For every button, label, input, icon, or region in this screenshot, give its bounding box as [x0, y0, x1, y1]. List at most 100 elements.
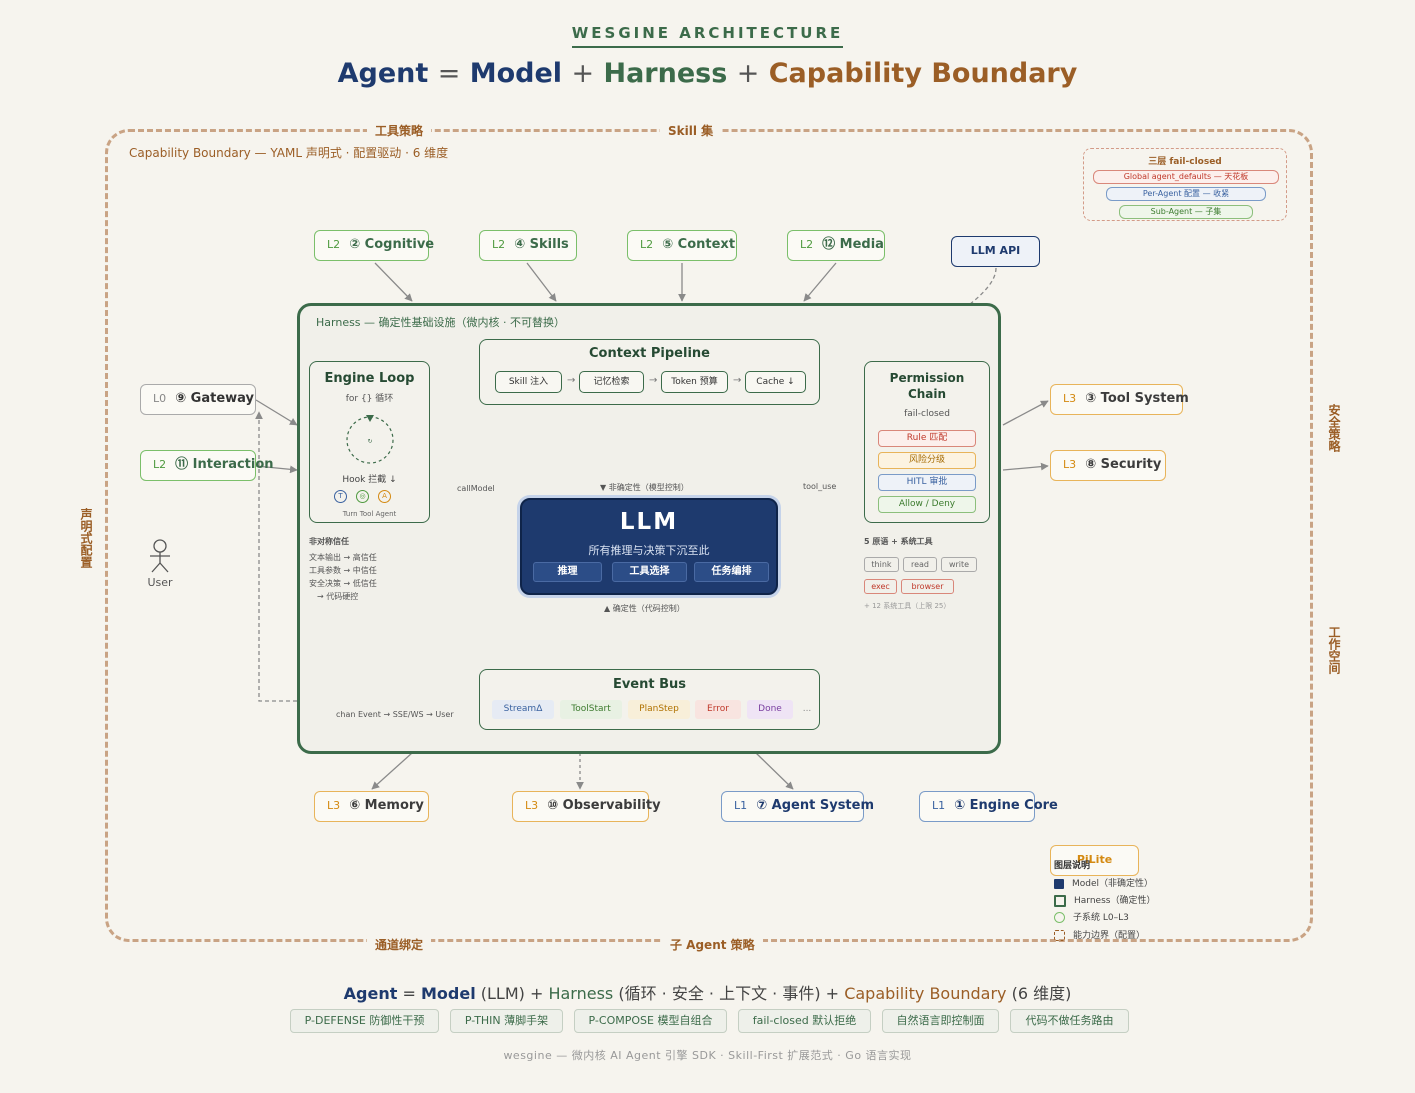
- event-bus-title: Event Bus: [612, 677, 687, 692]
- event-stream-delta[interactable]: StreamΔ: [492, 700, 554, 719]
- permission-subtitle: fail-closed: [904, 409, 950, 419]
- permission-allow-deny[interactable]: Allow / Deny: [878, 496, 976, 513]
- arrow-cognitive: [374, 262, 413, 302]
- trust-note-title: 非对称信任: [309, 537, 349, 546]
- edge-label-workspace: 工作空间: [1326, 620, 1343, 680]
- pipeline-step[interactable]: Token 预算: [661, 371, 728, 393]
- context-pipeline-title: Context Pipeline: [589, 346, 710, 361]
- headline-plus-2: +: [736, 58, 760, 89]
- footer-text: wesgine — 微内核 AI Agent 引擎 SDK · Skill-Fi…: [503, 1049, 912, 1062]
- llm-task-orchestration-button[interactable]: 任务编排: [694, 562, 769, 582]
- engine-loop-box[interactable]: Engine Loop for {} 循环 ↻ Hook 拦截 ↓ T ◎ A …: [309, 361, 430, 523]
- event-plan-step[interactable]: PlanStep: [628, 700, 690, 719]
- arrow-interaction: [255, 465, 298, 474]
- user-label: User: [147, 576, 173, 589]
- llm-core[interactable]: LLM 所有推理与决策下沉至此 推理 工具选择 任务编排: [520, 498, 778, 595]
- event-error[interactable]: Error: [695, 700, 741, 719]
- fail-closed-box: 三层 fail-closed Global agent_defaults — 天…: [1083, 148, 1287, 221]
- principle-fail-closed: fail-closed 默认拒绝: [738, 1009, 871, 1033]
- trust-note-line: 文本输出 → 高信任: [309, 553, 377, 562]
- permission-chain-box[interactable]: Permission Chain fail-closed Rule 匹配 风险分…: [864, 361, 990, 523]
- edge-label-channel-binding: 通道绑定: [367, 936, 432, 953]
- permission-rule-match[interactable]: Rule 匹配: [878, 430, 976, 447]
- event-more: ...: [802, 704, 812, 714]
- tool-browser[interactable]: browser: [901, 579, 954, 594]
- headline-capability: Capability Boundary: [768, 58, 1078, 89]
- edge-label-security-policy: 安全策略: [1326, 398, 1343, 458]
- pipeline-step[interactable]: 记忆检索: [579, 371, 644, 393]
- fail-closed-sub-agent: Sub-Agent — 子集: [1119, 205, 1253, 219]
- principle-defense: P-DEFENSE 防御性干预: [290, 1009, 439, 1033]
- pipeline-arrow: →: [649, 375, 658, 386]
- label-chan-event: chan Event → SSE/WS → User: [336, 710, 454, 719]
- legend-item-harness: Harness（确定性）: [1054, 893, 1155, 907]
- legend-item-boundary: 能力边界（配置）: [1054, 928, 1145, 941]
- trust-note-line: 安全决策 → 低信任: [309, 579, 377, 588]
- principle-thin: P-THIN 薄脚手架: [450, 1009, 563, 1033]
- event-bus-box[interactable]: Event Bus StreamΔ ToolStart PlanStep Err…: [479, 669, 820, 730]
- edge-label-subagent-policy: 子 Agent 策略: [662, 936, 763, 953]
- tool-write[interactable]: write: [941, 557, 977, 572]
- llm-api-box[interactable]: LLM API: [951, 236, 1040, 267]
- llm-title: LLM: [619, 509, 679, 535]
- trust-note-line: → 代码硬控: [317, 592, 359, 601]
- engine-loop-title: Engine Loop: [324, 371, 415, 386]
- permission-title-line1: Permission: [889, 371, 965, 385]
- svg-text:↻: ↻: [367, 438, 372, 445]
- user-icon: [150, 539, 170, 573]
- engine-loop-footer: Turn Tool Agent: [342, 510, 397, 518]
- pipeline-arrow: →: [733, 375, 742, 386]
- event-done[interactable]: Done: [747, 700, 793, 719]
- pipeline-step[interactable]: Cache ↓: [745, 371, 806, 393]
- legend-item-subsystem: 子系统 L0–L3: [1054, 910, 1129, 923]
- fail-closed-title: 三层 fail-closed: [1148, 157, 1222, 167]
- tool-think[interactable]: think: [864, 557, 899, 572]
- principle-no-routing: 代码不做任务路由: [1010, 1009, 1129, 1033]
- permission-risk-level[interactable]: 风险分级: [878, 452, 976, 469]
- permission-hitl[interactable]: HITL 审批: [878, 474, 976, 491]
- event-tool-start[interactable]: ToolStart: [560, 700, 622, 719]
- arrow-agent-system: [755, 752, 794, 790]
- legend-swatch-model: [1054, 878, 1064, 889]
- llm-tool-selection-button[interactable]: 工具选择: [612, 562, 687, 582]
- turn-marker-icon: T: [334, 490, 347, 503]
- tool-exec[interactable]: exec: [864, 579, 897, 594]
- harness-title: Harness — 确定性基础设施（微内核 · 不可替换）: [316, 316, 566, 329]
- label-call-model: callModel: [457, 484, 495, 493]
- fail-closed-global: Global agent_defaults — 天花板: [1093, 170, 1279, 184]
- loop-cycle-icon: ↻: [346, 415, 394, 464]
- arrow-media: [803, 262, 837, 302]
- tool-read[interactable]: read: [903, 557, 937, 572]
- headline-harness: Harness: [603, 58, 728, 89]
- legend-swatch-harness: [1054, 894, 1066, 907]
- legend-swatch-subsystem: [1054, 912, 1065, 923]
- tools-title: 5 原语 + 系统工具: [864, 537, 933, 546]
- context-pipeline-box[interactable]: Context Pipeline Skill 注入 → 记忆检索 → Token…: [479, 339, 820, 405]
- edge-label-tool-policy: 工具策略: [367, 122, 432, 139]
- label-deterministic: ▲ 确定性（代码控制）: [604, 604, 685, 613]
- arrow-security: [1002, 462, 1049, 471]
- label-nondeterministic: ▼ 非确定性（模型控制）: [600, 483, 689, 492]
- headline-model: Model: [469, 58, 563, 89]
- llm-reasoning-button[interactable]: 推理: [533, 562, 602, 582]
- engine-loop-subtitle: for {} 循环: [345, 394, 394, 404]
- legend-title: 图层说明: [1054, 861, 1091, 871]
- headline-plus-1: +: [571, 58, 595, 89]
- headline-agent: Agent: [337, 58, 429, 89]
- pipeline-step[interactable]: Skill 注入: [495, 371, 562, 393]
- principle-natural-language: 自然语言即控制面: [882, 1009, 999, 1033]
- module-pilite[interactable]: PiLite: [1050, 845, 1139, 876]
- headline-formula: Agent = Model + Harness + Capability Bou…: [0, 58, 1415, 89]
